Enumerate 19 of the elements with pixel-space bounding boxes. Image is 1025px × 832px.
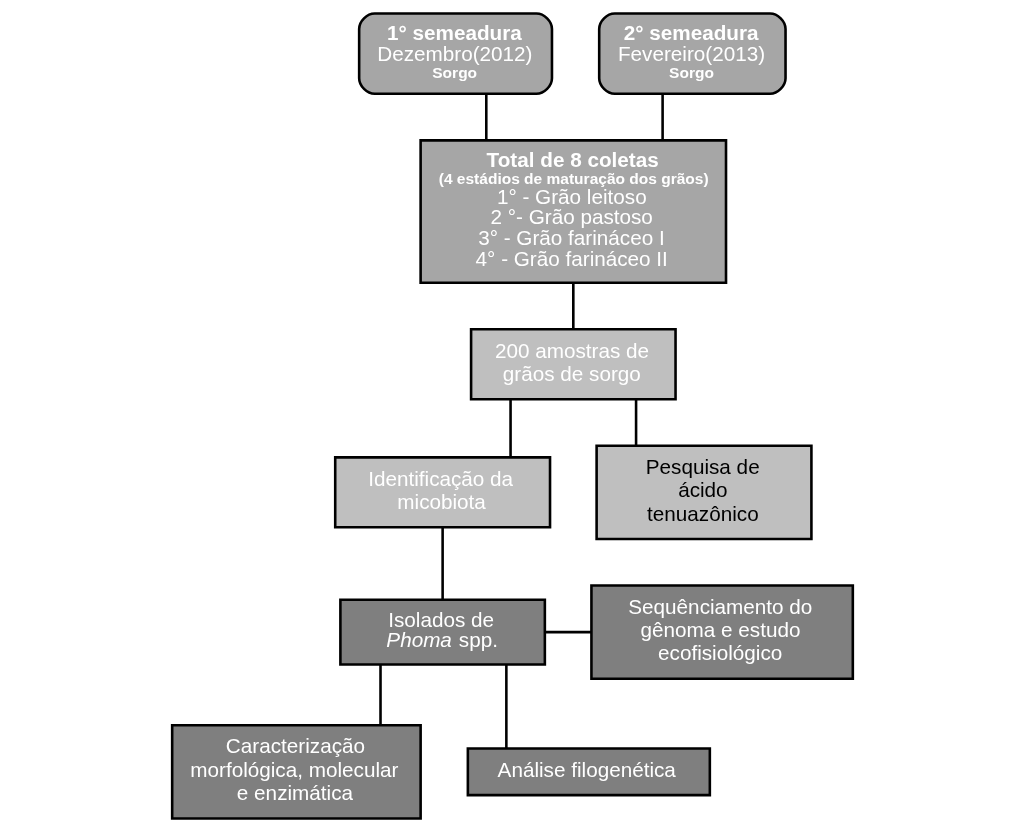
node-box: 2° semeadura Fevereiro(2013) Sorgo [597,12,787,96]
node-box: Isolados de Phoma spp. [339,598,547,666]
connector [572,283,575,329]
connector [509,399,512,458]
node-box: Identificação da micobiota [333,456,552,529]
node-box: 200 amostras de grãos de sorgo [469,328,677,401]
connector [505,664,508,749]
node-box: Sequênciamento do gênoma e estudo ecofisiológico [590,584,855,680]
node-box: 1° semeadura Dezembro(2012) Sorgo [357,12,554,96]
connector [379,664,382,725]
connector [485,93,488,141]
connector [545,630,592,634]
node-box: Total de 8 coletas (4 estádios de maturação dos grãos) 1° - Grão leitoso 2 °- Grão pastoso 3° - Grão farináceo I 4° - Grão farináceo II [419,139,728,284]
node-box: Caracterização morfológica, molecular e enzimática [170,723,422,820]
node-box: Pesquisa de ácido tenuazônico [595,444,813,541]
connector [634,399,638,446]
node-box: Análise filogenética [466,747,712,797]
connector [441,527,444,600]
connector [661,93,664,141]
